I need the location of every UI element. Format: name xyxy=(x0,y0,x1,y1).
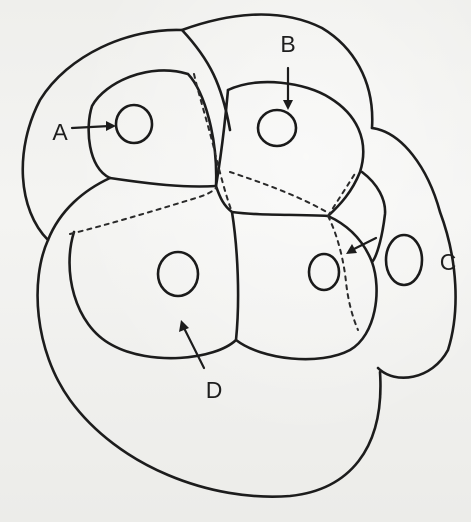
arrowhead-b xyxy=(283,100,293,110)
horizontal-cleavage-line-left xyxy=(70,188,216,234)
cell-c-inner-boundary xyxy=(236,216,377,359)
label-b: B xyxy=(280,31,295,57)
nucleus-c-inner xyxy=(309,254,339,290)
nucleus-a xyxy=(116,105,152,143)
label-d: D xyxy=(206,377,223,403)
label-c: C xyxy=(440,249,457,275)
central-junction xyxy=(110,178,328,216)
pointer-a xyxy=(72,126,110,128)
cell-d-boundary xyxy=(70,212,239,358)
nucleus-b xyxy=(258,110,296,146)
central-wall xyxy=(216,90,228,186)
upper-right-cleavage-line xyxy=(328,172,356,216)
bottom-large-cell-outline xyxy=(38,240,381,497)
arrowhead-a xyxy=(106,121,116,131)
horizontal-cleavage-line-right xyxy=(230,172,330,214)
pointer-d xyxy=(184,328,204,368)
label-a: A xyxy=(52,119,68,145)
cell-b-boundary xyxy=(228,82,363,216)
nucleus-c xyxy=(386,235,422,285)
nucleus-d xyxy=(158,252,198,296)
